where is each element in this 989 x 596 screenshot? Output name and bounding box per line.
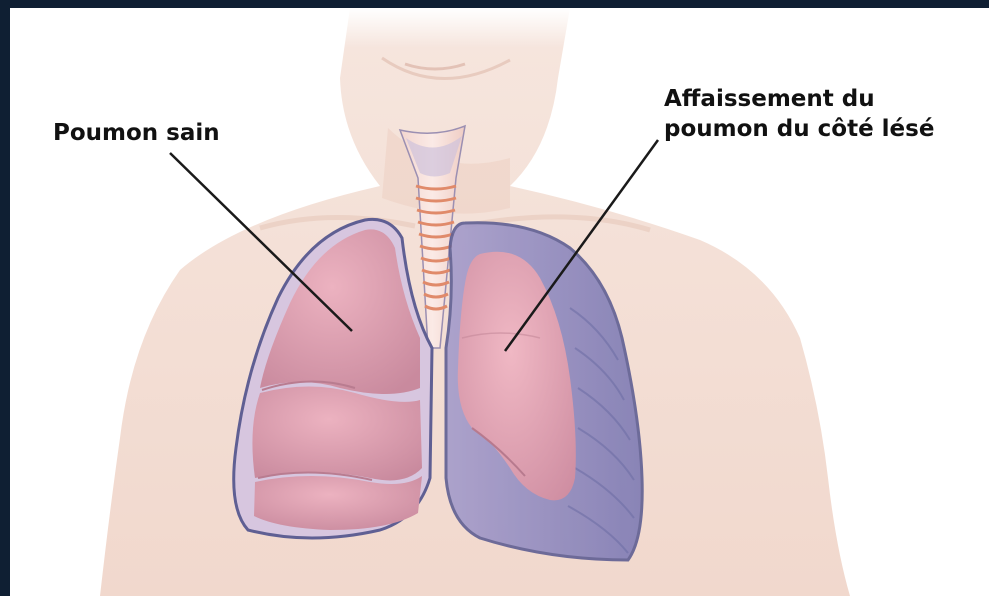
collapsed-lung-label: Affaissement du poumon du côté lésé: [664, 84, 934, 144]
healthy-lung-label: Poumon sain: [53, 118, 220, 148]
collapsed-lung-label-line1: Affaissement du: [664, 84, 934, 114]
collapsed-lung-label-line2: poumon du côté lésé: [664, 114, 934, 144]
diagram-canvas: Poumon sain Affaissement du poumon du cô…: [10, 8, 989, 596]
